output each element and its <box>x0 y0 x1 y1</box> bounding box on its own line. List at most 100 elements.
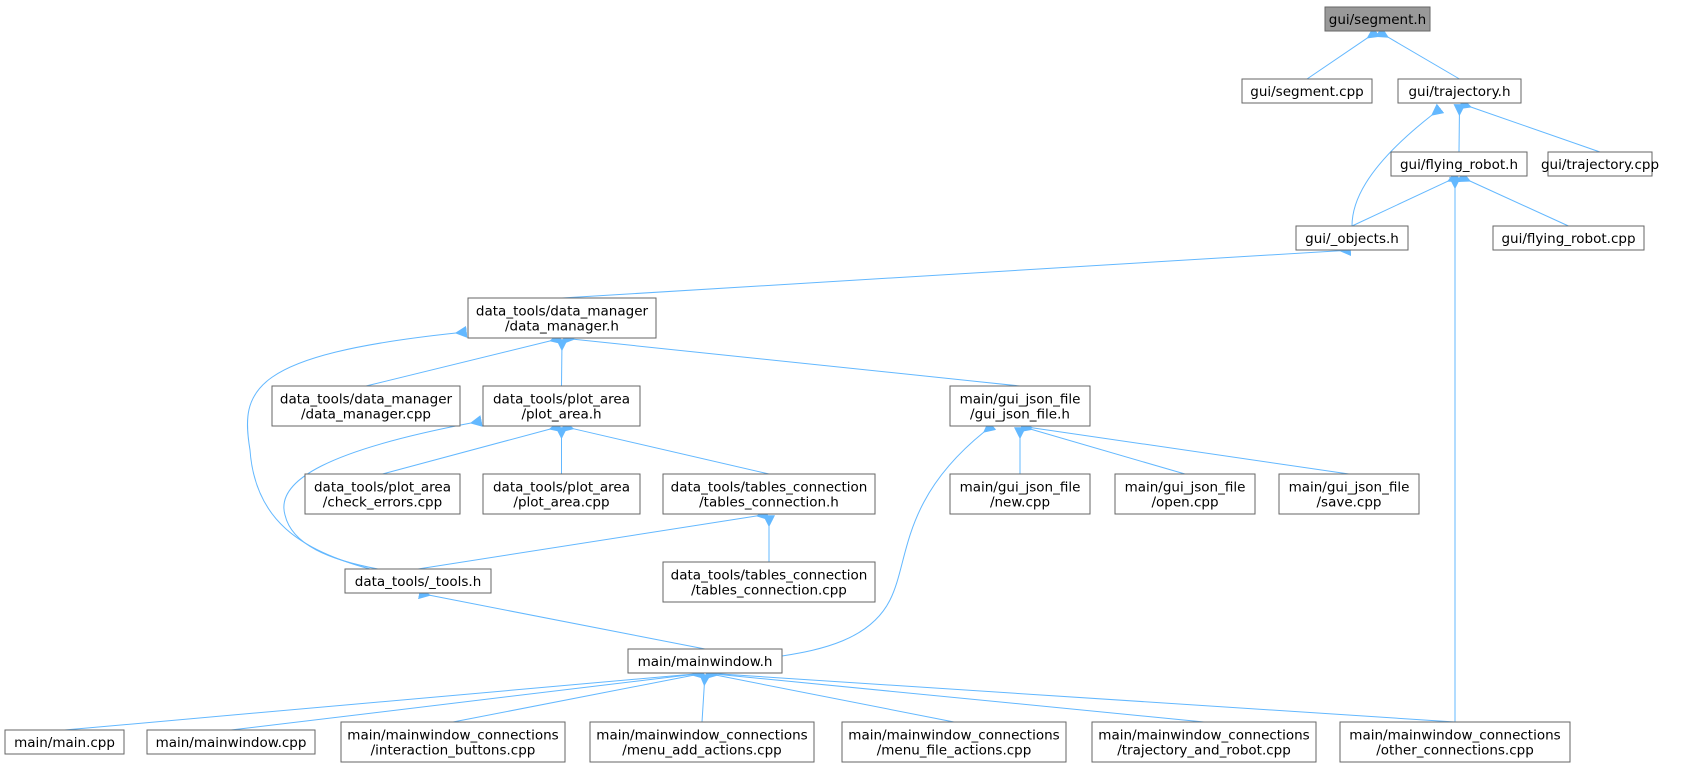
node-main-cpp[interactable]: main/main.cpp <box>4 729 125 755</box>
node-label: main/mainwindow_connections <box>848 728 1059 744</box>
node-plot-area-h[interactable]: data_tools/plot_area/plot_area.h <box>482 385 641 427</box>
node-label: main/gui_json_file <box>1289 480 1410 496</box>
node-objects-h[interactable]: gui/_objects.h <box>1295 225 1409 251</box>
node-label: data_tools/tables_connection <box>671 480 868 496</box>
node-new-cpp[interactable]: main/gui_json_file/new.cpp <box>949 473 1091 515</box>
node-flying-robot-h[interactable]: gui/flying_robot.h <box>1390 151 1528 177</box>
node-label: gui/trajectory.h <box>1408 84 1510 100</box>
node-box <box>1114 473 1256 515</box>
node-data-manager-cpp[interactable]: data_tools/data_manager/data_manager.cpp <box>271 385 461 427</box>
node-label: /plot_area.cpp <box>513 495 609 511</box>
node-label: gui/segment.cpp <box>1250 84 1364 100</box>
node-flying-robot-cpp[interactable]: gui/flying_robot.cpp <box>1492 225 1645 251</box>
node-label: /plot_area.h <box>521 407 601 423</box>
edge-data-manager-h-to-gui-json-file-h <box>562 332 1021 387</box>
node-label: /tables_connection.h <box>699 495 839 511</box>
node-label: main/gui_json_file <box>1125 480 1246 496</box>
node-gui-json-file-h[interactable]: main/gui_json_file/gui_json_file.h <box>949 385 1091 427</box>
node-label: /open.cpp <box>1151 495 1218 511</box>
edge-objects-h-to-data-manager-h <box>561 244 1352 299</box>
edge-tools-h-to-mainwindow-h <box>418 587 706 650</box>
node-mainwindow-cpp[interactable]: main/mainwindow.cpp <box>146 729 316 755</box>
node-label: gui/_objects.h <box>1305 231 1399 247</box>
node-mainwindow-h[interactable]: main/mainwindow.h <box>627 648 783 674</box>
node-plot-area-cpp[interactable]: data_tools/plot_area/plot_area.cpp <box>482 473 641 515</box>
node-label: /tables_connection.cpp <box>691 583 847 599</box>
node-box <box>841 721 1067 763</box>
node-box <box>1547 151 1653 177</box>
node-label: gui/flying_robot.cpp <box>1501 231 1635 247</box>
node-label: main/mainwindow_connections <box>596 728 807 744</box>
node-box <box>949 473 1091 515</box>
node-tables-connection-cpp[interactable]: data_tools/tables_connection/tables_conn… <box>662 561 876 603</box>
node-box <box>344 568 492 594</box>
node-label: main/mainwindow_connections <box>347 728 558 744</box>
node-box <box>627 648 783 674</box>
node-label: /other_connections.cpp <box>1376 743 1534 759</box>
node-box <box>589 721 815 763</box>
edge-trajectory-h-to-objects-h <box>1351 103 1445 227</box>
node-segment-h: gui/segment.h <box>1324 6 1431 32</box>
node-label: main/main.cpp <box>14 735 115 751</box>
node-save-cpp[interactable]: main/gui_json_file/save.cpp <box>1278 473 1420 515</box>
nodes-layer: gui/segment.h gui/segment.cpp gui/trajecto… <box>4 6 1659 763</box>
node-segment-cpp[interactable]: gui/segment.cpp <box>1241 78 1373 104</box>
edge-plot-area-h-to-check-errors-cpp <box>382 420 562 475</box>
node-label: data_tools/data_manager <box>476 304 649 320</box>
node-box <box>1241 78 1373 104</box>
edges-layer <box>64 26 1601 731</box>
edge-mainwindow-h-to-menu-add-actions-cpp <box>698 673 711 723</box>
node-label: /menu_add_actions.cpp <box>622 743 781 759</box>
node-label: /data_manager.h <box>505 319 619 335</box>
node-label: /trajectory_and_robot.cpp <box>1117 743 1291 759</box>
edge-mainwindow-h-to-menu-file-actions-cpp <box>705 667 955 723</box>
node-interaction-buttons-cpp[interactable]: main/mainwindow_connections/interaction_… <box>340 721 566 763</box>
node-trajectory-h[interactable]: gui/trajectory.h <box>1397 78 1522 104</box>
edge-segment-h-to-segment-cpp <box>1306 26 1380 80</box>
edge-mainwindow-h-to-mainwindow-cpp <box>230 667 705 731</box>
node-menu-add-actions-cpp[interactable]: main/mainwindow_connections/menu_add_act… <box>589 721 815 763</box>
node-box <box>1324 6 1431 32</box>
node-box <box>1492 225 1645 251</box>
node-box <box>304 473 461 515</box>
node-label: /gui_json_file.h <box>970 407 1070 423</box>
node-label: /menu_file_actions.cpp <box>877 743 1032 759</box>
node-box <box>1295 225 1409 251</box>
node-label: main/gui_json_file <box>960 392 1081 408</box>
node-tools-h[interactable]: data_tools/_tools.h <box>344 568 492 594</box>
edge-mainwindow-h-to-trajectory-and-robot-cpp <box>705 667 1205 723</box>
node-label: /save.cpp <box>1316 495 1381 511</box>
node-trajectory-cpp[interactable]: gui/trajectory.cpp <box>1541 151 1659 177</box>
edge-gui-json-file-h-to-mainwindow-h <box>781 420 997 657</box>
node-label: data_tools/tables_connection <box>671 568 868 584</box>
node-label: /data_manager.cpp <box>301 407 431 423</box>
node-box <box>1091 721 1317 763</box>
node-box <box>482 473 641 515</box>
node-label: main/mainwindow.h <box>638 654 773 670</box>
node-box <box>1390 151 1528 177</box>
node-label: /new.cpp <box>990 495 1050 511</box>
edge-mainwindow-h-to-interaction-buttons-cpp <box>452 667 705 723</box>
node-trajectory-and-robot-cpp[interactable]: main/mainwindow_connections/trajectory_a… <box>1091 721 1317 763</box>
node-box <box>1278 473 1420 515</box>
node-box <box>1397 78 1522 104</box>
node-label: gui/segment.h <box>1329 12 1427 28</box>
node-box <box>146 729 316 755</box>
node-open-cpp[interactable]: main/gui_json_file/open.cpp <box>1114 473 1256 515</box>
edge-flying-robot-h-to-objects-h <box>1351 171 1461 227</box>
edge-plot-area-h-to-tools-h <box>283 415 483 570</box>
node-label: gui/flying_robot.h <box>1400 157 1518 173</box>
node-box <box>662 473 876 515</box>
node-label: data_tools/plot_area <box>493 480 630 496</box>
node-data-manager-h[interactable]: data_tools/data_manager/data_manager.h <box>467 297 657 339</box>
edge-segment-h-to-trajectory-h <box>1375 26 1460 80</box>
edge-trajectory-h-to-trajectory-cpp <box>1458 97 1601 153</box>
node-check-errors-cpp[interactable]: data_tools/plot_area/check_errors.cpp <box>304 473 461 515</box>
node-label: main/mainwindow.cpp <box>156 735 307 751</box>
node-menu-file-actions-cpp[interactable]: main/mainwindow_connections/menu_file_ac… <box>841 721 1067 763</box>
node-other-connections-cpp[interactable]: main/mainwindow_connections/other_connec… <box>1339 721 1571 763</box>
node-tables-connection-h[interactable]: data_tools/tables_connection/tables_conn… <box>662 473 876 515</box>
node-box <box>467 297 657 339</box>
node-label: main/mainwindow_connections <box>1349 728 1560 744</box>
node-label: data_tools/data_manager <box>280 392 453 408</box>
